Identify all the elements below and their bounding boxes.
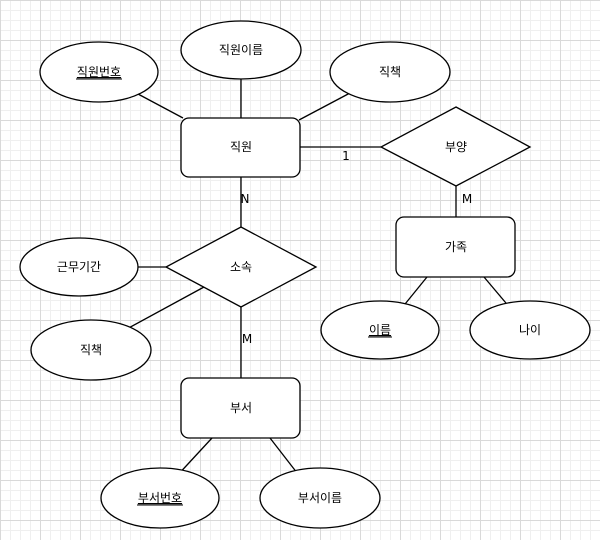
attribute-work-period: 근무기간 — [19, 237, 139, 297]
key-underlines — [76, 78, 392, 506]
attribute-fam-name-label: 이름 — [369, 323, 391, 337]
entity-employee-label: 직원 — [230, 140, 252, 154]
attribute-dept-name-label: 부서이름 — [298, 491, 342, 505]
attribute-emp-title-label: 직책 — [379, 64, 401, 79]
attribute-work-period-label: 근무기간 — [57, 260, 101, 274]
attribute-emp-name: 직원이름 — [180, 20, 302, 80]
entity-department: 부서 — [180, 377, 301, 439]
attribute-emp-title: 직책 — [329, 41, 451, 103]
attribute-emp-name-label: 직원이름 — [219, 43, 263, 57]
entity-family: 가족 — [395, 216, 516, 278]
attribute-dept-name: 부서이름 — [259, 467, 381, 529]
cardinality-emp-support: 1 — [342, 149, 350, 163]
relationship-support-label: 부양 — [445, 140, 467, 154]
attribute-dept-no: 부서번호 — [100, 467, 220, 529]
entity-family-label: 가족 — [445, 240, 467, 254]
attribute-emp-no: 직원번호 — [39, 41, 159, 103]
edge-empno-employee — [137, 93, 184, 119]
cardinality-emp-belong: N — [241, 192, 250, 206]
entity-department-label: 부서 — [230, 401, 252, 415]
entity-employee: 직원 — [180, 117, 301, 178]
attribute-fam-age-label: 나이 — [519, 323, 541, 337]
relationship-support: 부양 — [379, 106, 532, 187]
relationship-belong-label: 소속 — [230, 260, 252, 274]
attribute-dept-no-label: 부서번호 — [138, 491, 182, 505]
attribute-rel-title: 직책 — [30, 319, 152, 381]
relationship-belong: 소속 — [164, 226, 318, 308]
attribute-fam-name: 이름 — [320, 300, 440, 360]
cardinality-belong-dept: M — [242, 332, 252, 346]
attribute-fam-age: 나이 — [469, 300, 591, 360]
edge-emptitle-employee — [298, 92, 351, 121]
attribute-rel-title-label: 직책 — [80, 342, 102, 357]
attribute-emp-no-label: 직원번호 — [77, 65, 121, 79]
cardinality-support-family: M — [462, 192, 472, 206]
edge-reltitle-belong — [124, 286, 205, 331]
